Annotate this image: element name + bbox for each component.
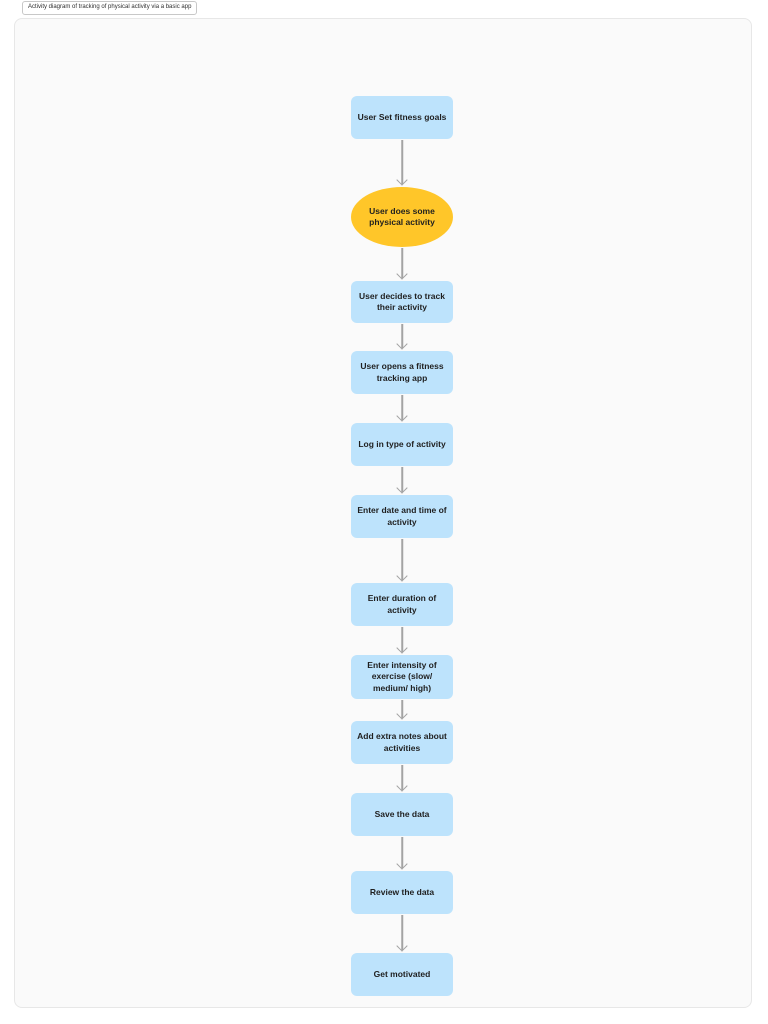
flow-arrow[interactable] <box>395 626 409 655</box>
flow-node-review-data[interactable]: Review the data <box>351 871 453 914</box>
flow-arrow[interactable] <box>395 466 409 495</box>
node-label: User does some physical activity <box>369 205 435 227</box>
node-label: Save the data <box>374 808 430 819</box>
flow-arrow[interactable] <box>395 914 409 953</box>
flow-node-add-notes[interactable]: Add extra notes about activities <box>351 721 453 764</box>
flow-arrow[interactable] <box>395 538 409 583</box>
node-label: Enter intensity of exercise (slow/ mediu… <box>367 659 437 693</box>
flow-node-log-type[interactable]: Log in type of activity <box>351 423 453 466</box>
flow-node-decides-to-track[interactable]: User decides to track their activity <box>351 281 453 323</box>
flow-node-enter-intensity[interactable]: Enter intensity of exercise (slow/ mediu… <box>351 655 453 699</box>
flow-arrow[interactable] <box>395 764 409 793</box>
flowchart: User Set fitness goals User does some ph… <box>351 96 453 996</box>
diagram-title-tab[interactable]: Activity diagram of tracking of physical… <box>22 1 198 15</box>
node-label: Review the data <box>369 886 435 897</box>
flow-arrow[interactable] <box>395 247 409 281</box>
flow-arrow[interactable] <box>395 323 409 351</box>
diagram-canvas[interactable]: User Set fitness goals User does some ph… <box>14 18 752 1008</box>
flow-node-save-data[interactable]: Save the data <box>351 793 453 836</box>
flow-node-get-motivated[interactable]: Get motivated <box>351 953 453 996</box>
flow-node-opens-app[interactable]: User opens a fitness tracking app <box>351 351 453 394</box>
flow-arrow[interactable] <box>395 699 409 721</box>
flow-arrow[interactable] <box>395 139 409 187</box>
diagram-title: Activity diagram of tracking of physical… <box>28 4 192 10</box>
node-label: Enter date and time of activity <box>357 505 447 527</box>
flow-node-does-physical-activity[interactable]: User does some physical activity <box>351 187 453 247</box>
node-label: User decides to track their activity <box>359 290 445 312</box>
node-label: Get motivated <box>373 968 431 979</box>
node-label: User opens a fitness tracking app <box>360 361 444 383</box>
node-label: User Set fitness goals <box>357 111 447 122</box>
flow-node-enter-duration[interactable]: Enter duration of activity <box>351 583 453 626</box>
flow-node-set-fitness-goals[interactable]: User Set fitness goals <box>351 96 453 139</box>
node-label: Enter duration of activity <box>367 593 437 615</box>
flow-arrow[interactable] <box>395 394 409 423</box>
node-label: Add extra notes about activities <box>357 731 447 753</box>
flow-node-enter-date-time[interactable]: Enter date and time of activity <box>351 495 453 538</box>
node-label: Log in type of activity <box>358 438 446 449</box>
flow-arrow[interactable] <box>395 836 409 871</box>
